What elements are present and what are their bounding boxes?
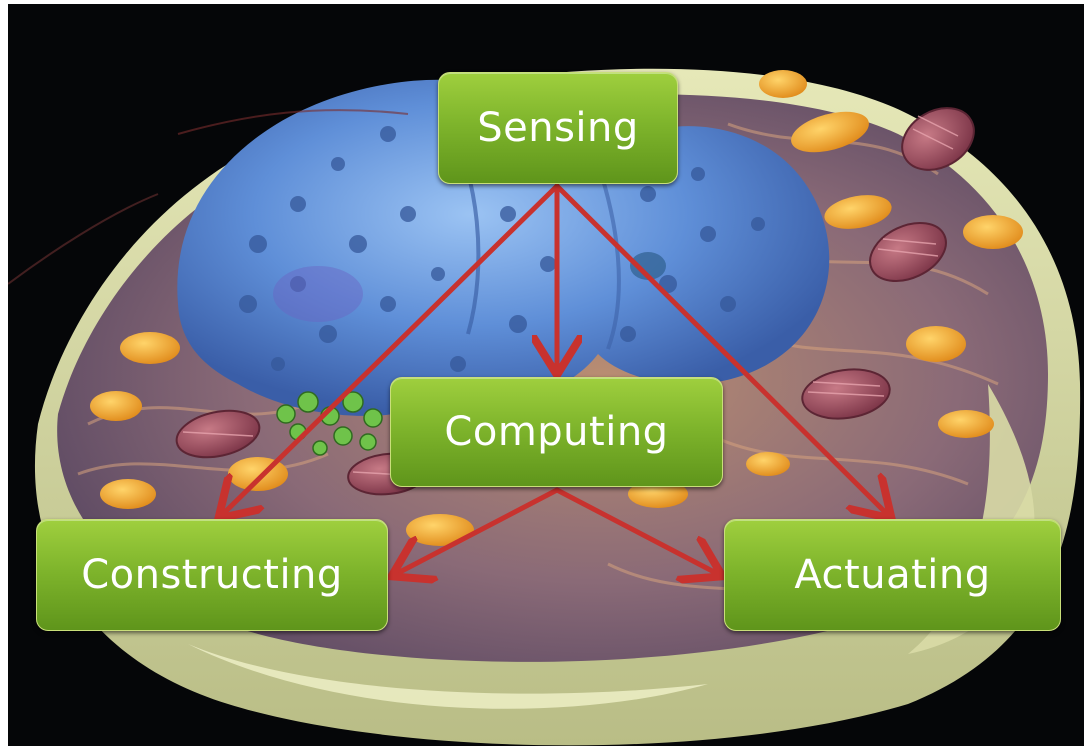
node-computing-label: Computing — [444, 409, 669, 455]
node-actuating: Actuating — [724, 519, 1061, 631]
node-constructing-label: Constructing — [81, 552, 343, 598]
node-constructing: Constructing — [36, 519, 388, 631]
node-sensing: Sensing — [438, 72, 678, 184]
node-computing: Computing — [390, 377, 723, 487]
node-actuating-label: Actuating — [794, 552, 991, 598]
node-sensing-label: Sensing — [477, 105, 639, 151]
